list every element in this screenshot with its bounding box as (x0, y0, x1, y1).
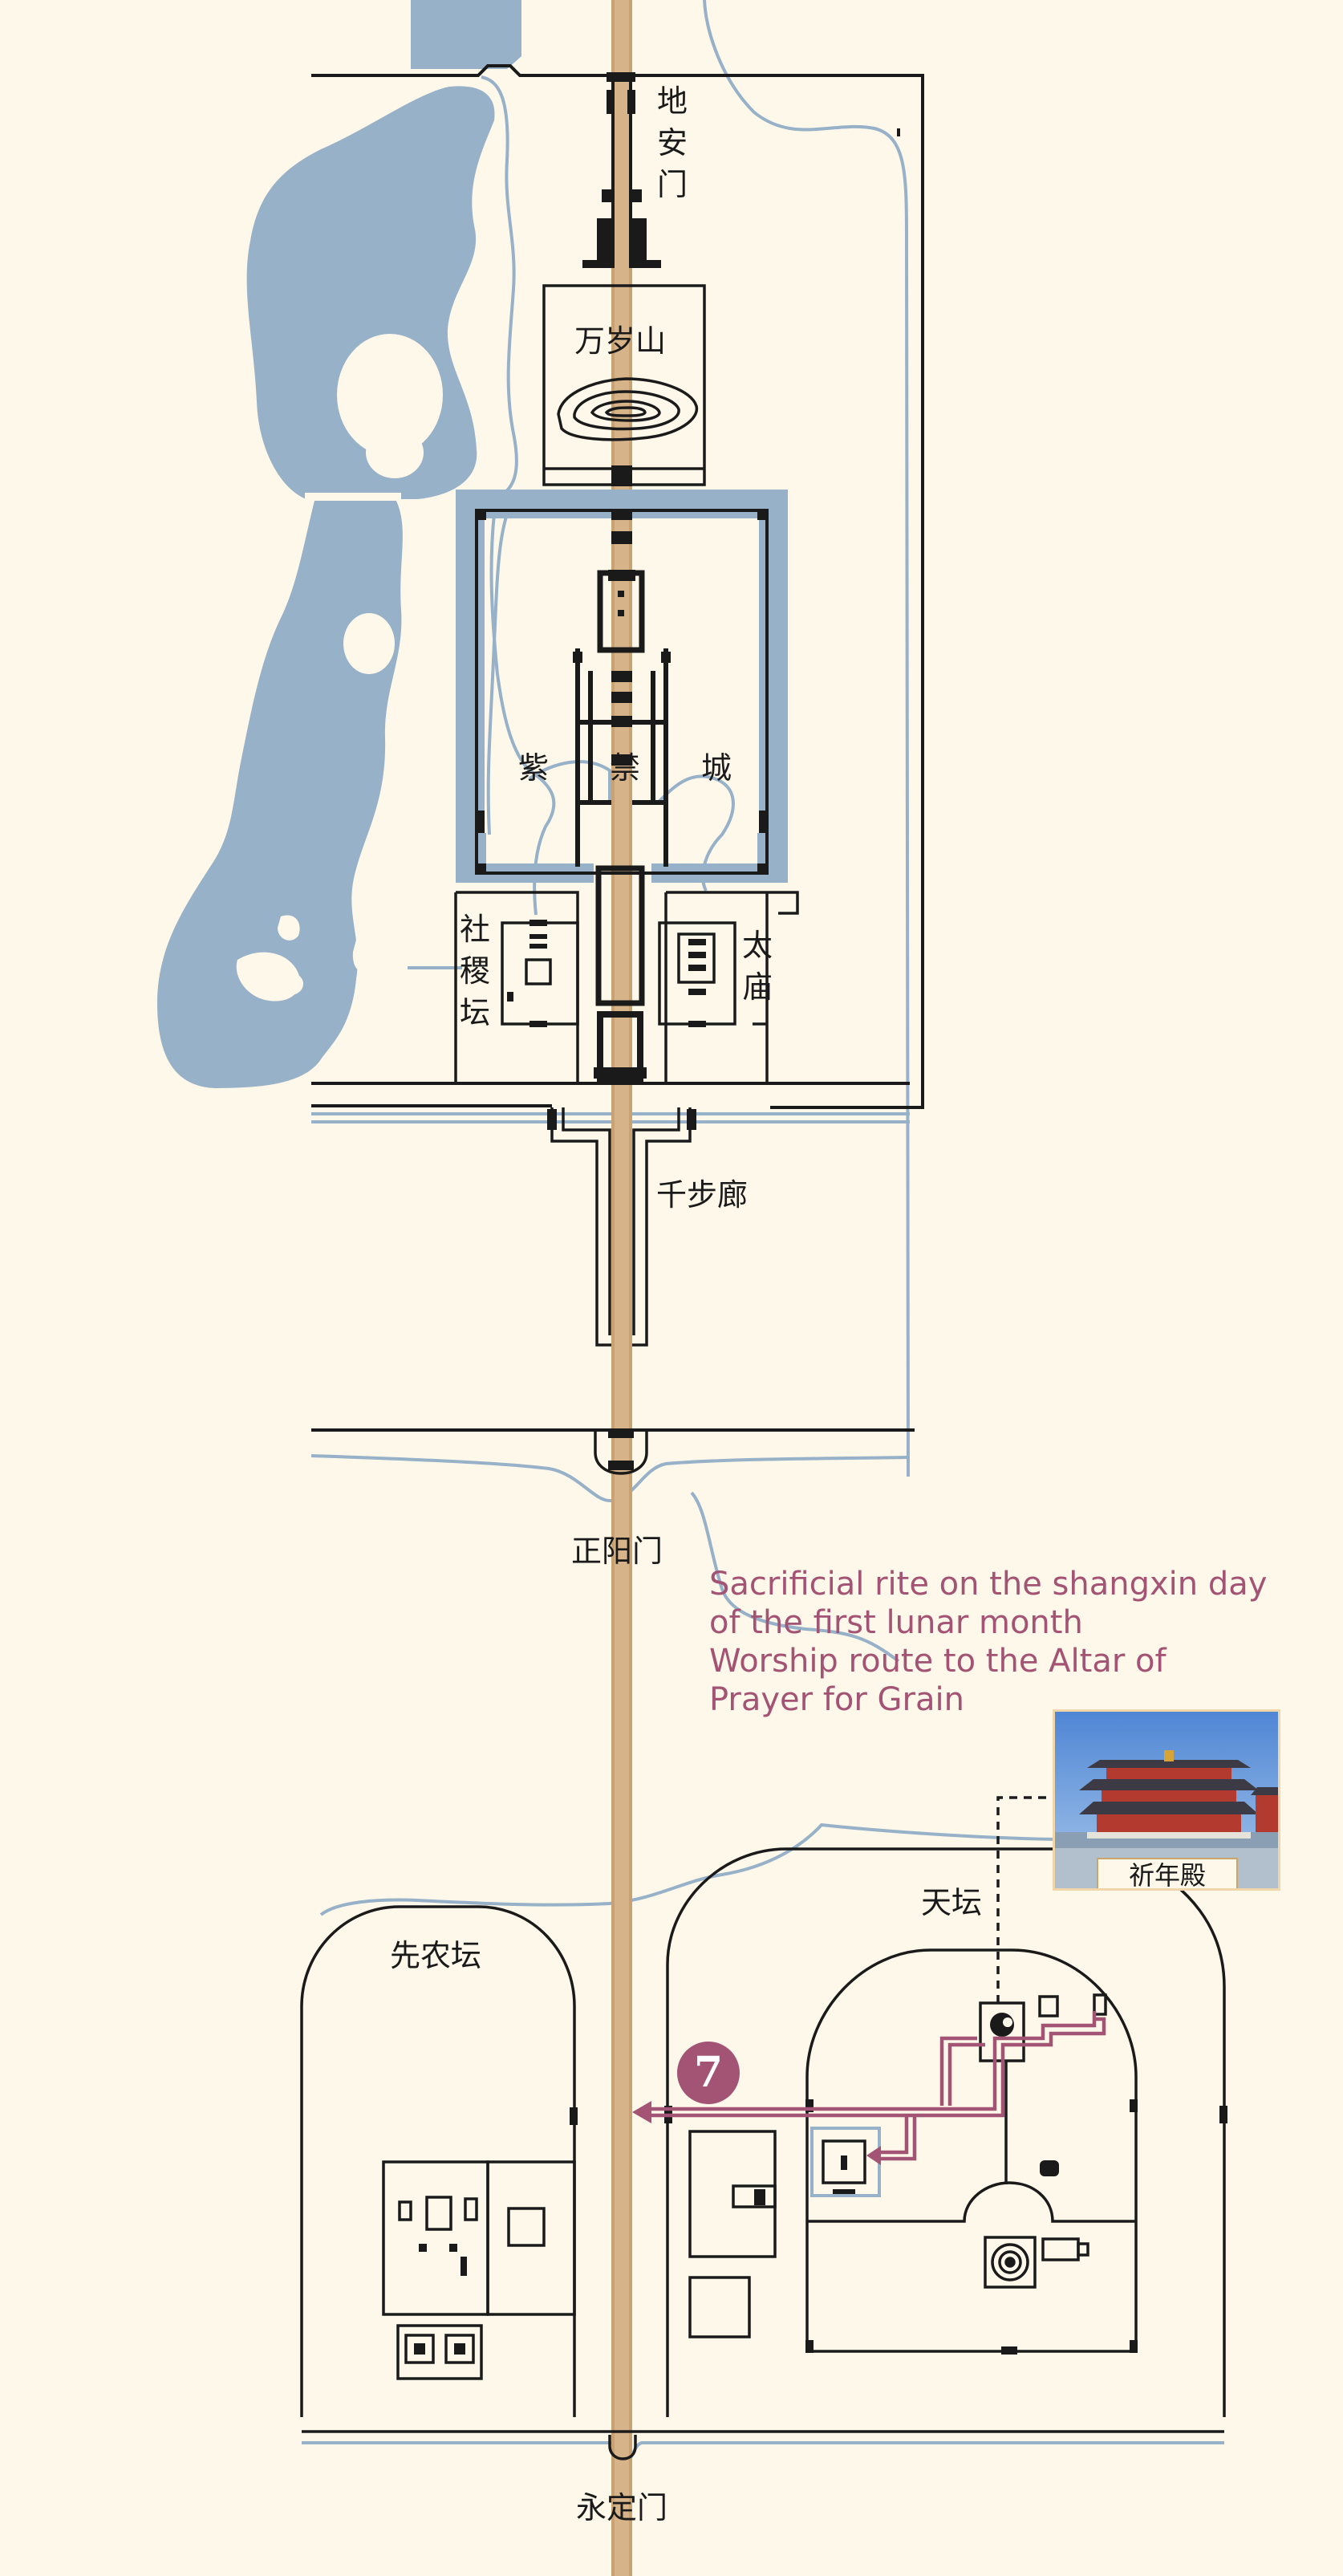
label-qianbu-lang: 千步廊 (656, 1177, 749, 1213)
route-caption-line: Sacrificial rite on the shangxin day (709, 1566, 1268, 1603)
label-tian-tan: 天坛 (921, 1885, 983, 1920)
route-caption-line: Prayer for Grain (709, 1681, 964, 1718)
label-zhengyang-men: 正阳门 (571, 1534, 663, 1569)
lake-islands (236, 334, 443, 1002)
label-jingshan: 万岁山 (574, 323, 667, 359)
photo-caption: 祈年殿 (1097, 1858, 1238, 1888)
forbidden-city (456, 490, 788, 1085)
outer-city-wall (302, 2430, 1224, 2460)
route-caption: Sacrificial rite on the shangxin day of … (709, 1565, 1319, 1719)
tiantan-outer (666, 1847, 1226, 2417)
label-forbidden-city-2: 禁 (610, 750, 641, 786)
label-xiannong-tan: 先农坛 (390, 1938, 482, 1973)
central-axis (611, 0, 632, 2576)
qiniandian-photo: 祈年殿 (1053, 1709, 1280, 1891)
dianmen-gate (582, 72, 661, 268)
xiannong-tan (300, 1905, 576, 2417)
label-dianmen: 地安门 (656, 83, 688, 202)
label-yongding-men: 永定门 (576, 2490, 668, 2525)
route-caption-line: of the first lunar month (709, 1604, 1083, 1641)
route-number-badge: 7 (677, 2042, 740, 2104)
route-caption-line: Worship route to the Altar of (709, 1643, 1167, 1680)
photo-connector (996, 1796, 1053, 2003)
label-sheji-tan: 社稷坛 (459, 912, 490, 1030)
zhengyang-men-gate (594, 1428, 648, 1475)
label-forbidden-city-1: 紫 (518, 750, 550, 786)
label-tai-miao: 太庙 (741, 928, 773, 1005)
label-forbidden-city-3: 城 (701, 750, 732, 786)
worship-route-7 (647, 2011, 1106, 2161)
